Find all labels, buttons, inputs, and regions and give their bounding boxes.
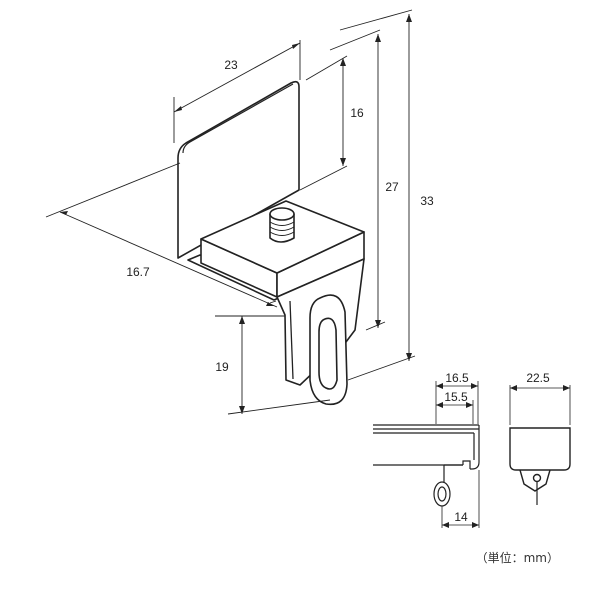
back-plate-inner-edge: [182, 83, 294, 154]
side-dim-outer-width-label: 16.5: [445, 371, 469, 385]
back-plate: [177, 80, 300, 259]
dim-mid-height-label: 27: [385, 180, 399, 194]
dim-total-height-label: 33: [420, 194, 434, 208]
front-view-arrowheads: [510, 385, 570, 391]
dim-depth-label: 16.7: [126, 265, 150, 279]
front-dim-width-label: 22.5: [526, 371, 550, 385]
side-view-ring: [433, 481, 451, 507]
main-view-arrowheads: [60, 14, 412, 414]
rail-front-view: [509, 385, 571, 505]
dim-lower-height-label: 19: [215, 360, 229, 374]
bracket-isometric-view: [177, 80, 365, 406]
main-view-dimension-lines: [45, 9, 416, 415]
dim-width-label: 23: [224, 58, 238, 72]
side-dim-inner-width-label: 15.5: [444, 390, 468, 404]
stud-threads: [269, 221, 295, 236]
hanger-ring-inner: [318, 317, 338, 390]
dim-upper-height-label: 16: [350, 106, 364, 120]
hanger-edge: [289, 300, 294, 380]
side-dim-bottom-width-label: 14: [454, 510, 468, 524]
stud-top: [269, 207, 295, 221]
unit-note: （単位：mm）: [476, 550, 559, 565]
side-view-arrowheads: [436, 383, 479, 528]
